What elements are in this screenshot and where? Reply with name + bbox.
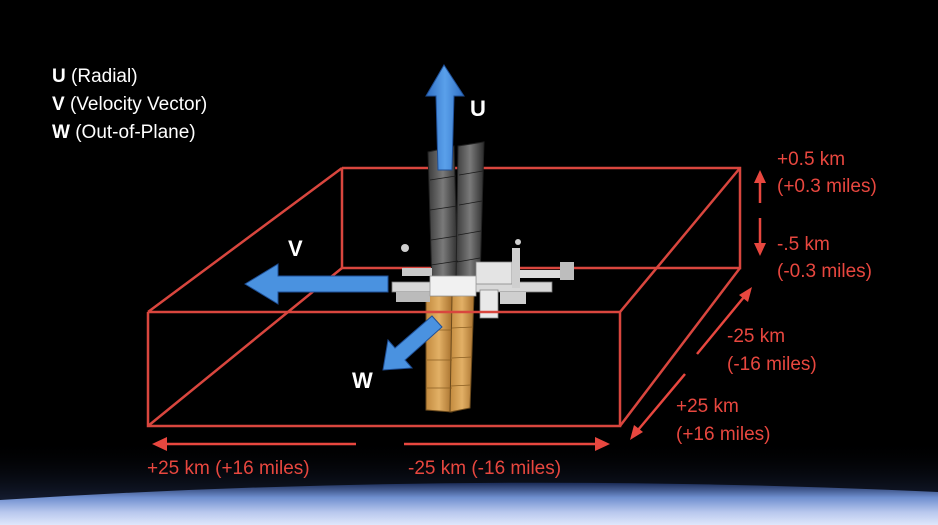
legend-desc: (Velocity Vector) [69, 94, 208, 115]
radial-down-sublabel: (-0.3 miles) [777, 261, 873, 282]
legend-key: W [52, 122, 70, 143]
radial-up-sublabel: (+0.3 miles) [777, 176, 877, 197]
legend-item-w: W (Out-of-Plane) [52, 123, 196, 142]
outofplane-back-sublabel: (-16 miles) [727, 354, 817, 375]
w-axis-arrow [382, 315, 443, 371]
outofplane-back-arrow [696, 296, 745, 355]
velocity-back-label: -25 km (-16 miles) [408, 458, 562, 479]
legend-desc: (Out-of-Plane) [75, 122, 196, 143]
box-back-face [340, 166, 742, 270]
radial-down-label: -.5 km [777, 234, 830, 255]
box-edge-top-left [147, 166, 343, 314]
box-edge-bottom-right [619, 267, 741, 427]
legend-key: V [52, 94, 65, 115]
box-edge-top-right [619, 167, 741, 313]
w-axis-label: W [352, 368, 373, 393]
radial-up-label: +0.5 km [777, 149, 846, 170]
space-station [391, 141, 574, 413]
approach-ellipsoid-box [147, 166, 742, 427]
legend-desc: (Radial) [71, 66, 138, 87]
legend-item-u: U (Radial) [52, 67, 138, 86]
box-front-face [146, 310, 622, 428]
outofplane-back-label: -25 km [727, 326, 786, 347]
earth-horizon [0, 482, 938, 525]
box-edge-bottom-left [147, 267, 343, 427]
outofplane-front-label: +25 km [676, 396, 739, 417]
u-axis-arrow [425, 64, 465, 171]
v-axis-arrow [244, 263, 389, 305]
u-axis-label: U [470, 96, 486, 121]
legend-key: U [52, 66, 66, 87]
legend-item-v: V (Velocity Vector) [52, 95, 207, 114]
velocity-forward-label: +25 km (+16 miles) [147, 458, 310, 479]
outofplane-front-sublabel: (+16 miles) [676, 424, 771, 445]
v-axis-label: V [288, 236, 303, 261]
outofplane-front-arrow [637, 373, 686, 431]
dimension-arrows [152, 170, 766, 451]
